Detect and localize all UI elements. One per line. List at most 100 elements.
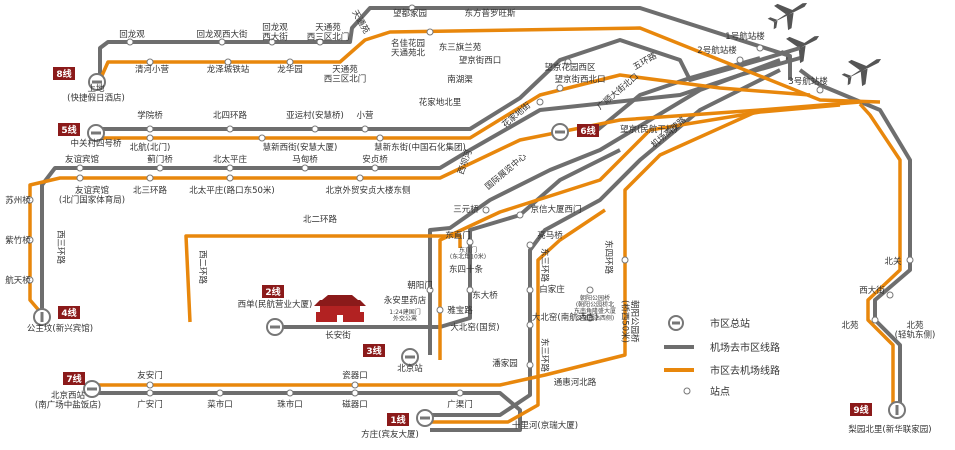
bus-terminal-icon: [88, 73, 106, 91]
station-label: 望都家园: [393, 8, 427, 19]
station-label: 望京街西北口: [554, 74, 605, 85]
terminal-label-9: 梨园北里(新华联家园): [848, 424, 931, 435]
station-label: 望京街西口: [459, 55, 502, 66]
station-label: 大北窑(南航酒店): [532, 312, 598, 323]
terminal-label-6: 望京(民航干校): [620, 124, 678, 135]
svg-text:机场去市区线路: 机场去市区线路: [710, 341, 780, 354]
stop-dot-icon: [226, 174, 234, 182]
station-label: 东四十条: [449, 264, 484, 275]
station-label: 亮马桥: [537, 230, 563, 241]
station-label: 航天桥: [5, 275, 31, 286]
station-label: 潘家园: [492, 358, 518, 369]
stop-dots: [26, 4, 914, 397]
svg-text:6线: 6线: [580, 125, 595, 137]
station-label: 回龙观西大街: [262, 22, 288, 42]
station-label: 瓷器口: [342, 370, 368, 381]
station-label: 北太平庄(路口东50米): [189, 185, 274, 196]
station-label: 马甸桥: [292, 154, 318, 165]
stop-dot-icon: [436, 306, 444, 314]
route-line-9-orange: [858, 102, 902, 408]
chaoyang-road-label: 朝阳公园桥(桥西50米): [620, 300, 640, 343]
fifth-ring-label: 五环路: [631, 50, 659, 73]
bus-terminal-icons: [33, 73, 906, 427]
stop-dot-icon: [126, 38, 134, 46]
bus-terminal-icon: [416, 409, 434, 427]
station-label: 学院桥: [137, 110, 163, 121]
svg-text:市区总站: 市区总站: [710, 317, 750, 330]
stop-dot-icon: [258, 134, 266, 142]
route-line-3-gray: [428, 58, 781, 355]
bus-terminal-icon: [33, 308, 51, 326]
station-label: 白家庄: [539, 284, 565, 295]
station-label: 友谊宾馆(北门国家体育局): [59, 185, 125, 205]
station-label: 西大街: [859, 285, 885, 296]
station-label: 南湖渠: [447, 74, 473, 85]
line-badge-4: 4线: [58, 306, 80, 319]
station-label: 北京外贸安贞大楼东侧: [325, 185, 410, 196]
stop-dot-icon: [871, 316, 879, 324]
airport-terminal-labels: 1号航站楼 2号航站楼 3号航站楼: [697, 31, 828, 87]
svg-text:3线: 3线: [366, 345, 381, 357]
station-label: 友谊宾馆: [65, 154, 99, 165]
stop-dot-icon: [586, 314, 594, 322]
station-label: 东直门: [445, 230, 471, 241]
station-label: 紫竹桥: [5, 235, 31, 246]
station-label: 天通苑西三区北门: [324, 64, 367, 84]
airplane-icon: [767, 3, 808, 31]
stop-dot-icon: [426, 28, 434, 36]
airplane-icon: [841, 59, 882, 87]
legend-city-to-airport: 市区去机场线路: [664, 364, 780, 377]
station-label: 北关: [884, 256, 902, 267]
stop-dot-icon: [356, 174, 364, 182]
stop-dot-icon: [76, 164, 84, 172]
bus-terminal-icon: [87, 124, 105, 142]
station-label: 永安里药店: [384, 295, 427, 306]
station-label: 北三环路: [133, 185, 168, 196]
route-line-7-gray: [90, 391, 522, 432]
stop-dot-icon: [621, 256, 629, 264]
station-label: 清河小营: [135, 64, 169, 75]
station-label: 西三环路: [55, 230, 66, 265]
route-line-1-orange: [430, 208, 606, 424]
stop-dot-icon: [683, 387, 691, 395]
stop-dot-icon: [586, 286, 594, 294]
line-badge-2: 2线: [262, 285, 284, 298]
stop-dot-icon: [886, 291, 894, 299]
airport-t1-label: 1号航站楼: [725, 31, 765, 42]
station-label: 雅宝路: [447, 305, 473, 316]
station-label: 通惠河北路: [554, 377, 597, 388]
route-line-2-orange: [184, 234, 462, 323]
bus-terminal-icon: [401, 348, 419, 366]
stop-dot-icon: [286, 389, 294, 397]
station-label: 安贞桥: [362, 154, 388, 165]
station-label: 三元桥: [453, 204, 479, 215]
stop-dot-icon: [26, 196, 34, 204]
stop-dot-icon: [156, 164, 164, 172]
route-line-9-gray: [798, 68, 912, 408]
line-badge-8: 8线: [53, 67, 75, 80]
bus-terminal-icon: [888, 401, 906, 419]
stop-dot-icon: [26, 276, 34, 284]
stop-dot-icon: [146, 174, 154, 182]
station-label: 国际展览中心: [483, 151, 530, 193]
stop-dot-icon: [311, 125, 319, 133]
legend-airport-to-city: 机场去市区线路: [664, 341, 780, 354]
station-label: 北苑: [841, 320, 859, 331]
bus-terminal-icon: [551, 123, 569, 141]
stop-dot-icon: [408, 4, 416, 12]
stop-dot-icon: [526, 321, 534, 329]
stop-dot-icon: [26, 236, 34, 244]
station-label: 菜市口: [207, 399, 233, 410]
stop-dot-icon: [466, 286, 474, 294]
route-line-6-gray: [593, 56, 761, 134]
stop-dot-icon: [526, 241, 534, 249]
terminal-label-3: 北京站: [397, 363, 423, 374]
stop-dot-icon: [226, 164, 234, 172]
svg-text:市区去机场线路: 市区去机场线路: [710, 364, 780, 377]
station-label: 珠市口: [277, 399, 303, 410]
terminal-label-1: 方庄(宾友大厦): [361, 429, 419, 440]
stop-dot-icon: [482, 206, 490, 214]
legend-terminal: 市区总站: [668, 315, 750, 331]
station-label: 名佳花园天通苑北: [391, 38, 426, 58]
